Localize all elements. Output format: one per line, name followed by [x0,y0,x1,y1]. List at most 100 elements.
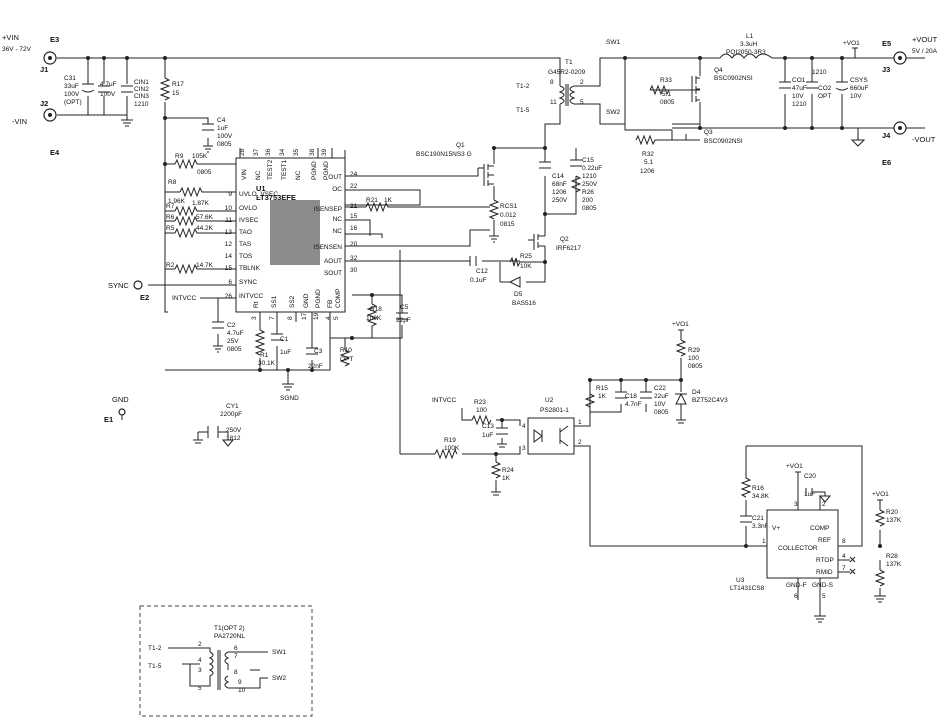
resistor-r10[interactable]: R10 OPT [339,347,353,367]
capacitor-c15[interactable]: C15 0.22uF 1210 250V [570,157,602,188]
resistor-r29[interactable]: R29 100 0805 [675,339,703,370]
terminal-sync[interactable]: SYNC E2 [108,280,149,302]
e6-label: E6 [882,158,891,167]
resistor-r16[interactable]: R16 34.8K [740,477,770,500]
capacitor-c12[interactable]: C12 0.1uF [469,256,488,284]
t1-pin2-label: T1-2 [516,83,530,90]
capacitor-c14[interactable]: C14 68nF 1206 250V [539,161,568,204]
c22-value: 22uF [654,393,669,400]
transformer-t1[interactable]: T1 G45R2-0209 T1-2 T1-5 8 11 2 5 [516,59,586,114]
c20-ref: C20 [804,473,816,480]
r7-ref: R7 [166,203,175,210]
vo1-flag-r29: +VO1 [672,321,689,331]
resistor-r23[interactable]: R23 100 [471,399,492,426]
resistor-r25[interactable]: R25 10K [509,253,532,270]
resistor-r24[interactable]: R24 1K [490,461,514,496]
c31-opt: (OPT) [64,99,82,106]
resistor-r19[interactable]: R19 100K [434,437,460,460]
c4-value: 1uF [217,125,228,132]
u1-pin-num-6: 6 [228,279,232,286]
ic-u3[interactable]: V+ COMP COLLECTOR REF RTOP RMID GND-F GN… [730,501,846,600]
c15-value: 0.22uF [582,165,602,172]
capacitor-c1[interactable]: C1 1uF [271,333,291,356]
capacitor-c13[interactable]: C13 1uF [482,423,508,448]
r16-ref: R16 [752,485,764,492]
svg-text:2: 2 [822,501,826,508]
resistor-r1[interactable]: R1 30.1K [254,329,276,367]
terminal-gnd[interactable]: GND E1 [104,395,129,424]
zener-d4[interactable]: D4 BZT52C4V3 [675,389,728,424]
capacitor-co1[interactable]: CO1 47uF 10V 1210 [779,77,807,108]
capacitor-c20[interactable]: C20 1uF [804,473,832,503]
sw2-label: SW2 [606,109,620,116]
j1-label: J1 [40,65,48,74]
terminal-vout[interactable]: +VOUT 5V / 20A E5 J3 [882,35,938,74]
resistor-r28[interactable]: R28 137K [874,553,902,587]
vo1-r29-label: +VO1 [672,321,689,328]
resistor-r17[interactable]: R17 15 [159,77,184,101]
r26-value: 200 [582,197,593,204]
capacitor-4u7[interactable]: 4.7uF 100V [98,81,117,98]
resistor-r9[interactable]: R9 105K 0805 [174,153,222,176]
capacitor-csys[interactable]: CSYS 660uF 10V [835,77,868,100]
optocoupler-u2[interactable]: U2 PS2801-1 4 3 1 2 [522,397,582,455]
resistor-r15[interactable]: R15 1K [584,385,608,408]
c3-ref: C3 [314,348,323,355]
resistor-r8[interactable]: R8 1.96K [168,179,210,205]
capacitor-c21[interactable]: C21 3.3nF [740,515,769,530]
capacitor-cin[interactable]: CIN1 CIN2 CIN3 1210 [121,79,149,108]
terminal-vout-neg[interactable]: -VOUT J4 E6 [882,121,936,167]
u3-pin-vplus: V+ [772,525,780,532]
option-transformer-box[interactable]: T1(OPT 2) PA2720NL T1-2 T1-5 SW1 SW2 2 4… [139,605,313,717]
resistor-r7[interactable]: R7 1.87K [166,200,210,217]
vo1-u3-label: +VO1 [786,463,803,470]
u1-pin-num-15: 15 [350,213,358,220]
resistor-r5[interactable]: R5 44.2K [166,225,214,239]
capacitor-co2[interactable]: CO2 OPT 1210 [806,69,832,100]
resistor-r26[interactable]: R26 200 0805 [570,175,597,212]
c4-package: 0805 [217,141,232,148]
resistor-r33[interactable]: R33 5.1 0805 [649,77,685,106]
resistor-r6[interactable]: R6 57.6K [166,214,214,227]
resistor-r2[interactable]: R2 14.7K [166,262,214,275]
r21-ref: R21 [366,197,378,204]
r32-value: 5.1 [644,159,653,166]
resistor-r32[interactable]: R32 5.1 1206 [635,134,686,175]
u1-pin-num-19: 19 [313,312,320,320]
vin-range: 36V - 72V [2,46,32,53]
resistor-r20[interactable]: R20 137K [874,509,902,527]
capacitor-c18[interactable]: C18 4.7nF [615,391,642,408]
inductor-l1[interactable]: L1 3.3uH PQI2050-3R3 [719,33,773,59]
mosfet-q2[interactable]: Q2 IRF6217 [528,228,581,252]
r9-value: 105K [192,153,208,160]
svg-text:9: 9 [238,679,242,686]
u1-pin-name-uvlo_vsec: UVLO_VSEC [239,191,278,198]
capacitor-c5[interactable]: C5 22pF [396,304,411,324]
e4-label: E4 [50,148,60,157]
capacitor-c4[interactable]: C4 1uF 100V 0805 [202,117,233,153]
cin3-ref: CIN3 [134,93,149,100]
diode-d5[interactable]: D5 BAS516 [508,276,536,307]
terminal-vin[interactable]: +VIN 36V - 72V E3 J1 [2,33,59,74]
u1-pin-name-oc: OC [332,186,342,193]
mosfet-q3[interactable]: Q3 BSC0902NSI [671,123,743,145]
capacitor-c2[interactable]: C2 4.7uF 25V 0805 [212,321,244,353]
c31-ref: C31 [64,75,76,82]
mosfet-q1[interactable]: Q1 BSC190N15NS3 G [416,142,494,186]
resistor-rcs1[interactable]: RCS1 0.012 0815 [488,199,518,243]
c4-voltage: 100V [217,133,233,140]
capacitor-cy1[interactable]: CY1 2200pF 250V 1812 [193,403,242,447]
svg-text:2: 2 [580,79,584,86]
capacitor-c31[interactable]: C31 33uF 100V (OPT) [64,75,95,106]
mosfet-q4[interactable]: Q4 BSC0902NSI [685,67,753,102]
u1-part: LT3753EFE [256,193,296,202]
resistor-r21[interactable]: R21 1K [365,197,400,213]
resistor-r18[interactable]: R18 100K [366,303,382,330]
terminal-vin-neg[interactable]: -VIN J2 E4 [12,99,60,157]
capacitor-c3[interactable]: C3 22nF [306,347,323,370]
capacitor-c22[interactable]: C22 22uF 10V 0805 [640,385,669,416]
r28-value: 137K [886,561,902,568]
